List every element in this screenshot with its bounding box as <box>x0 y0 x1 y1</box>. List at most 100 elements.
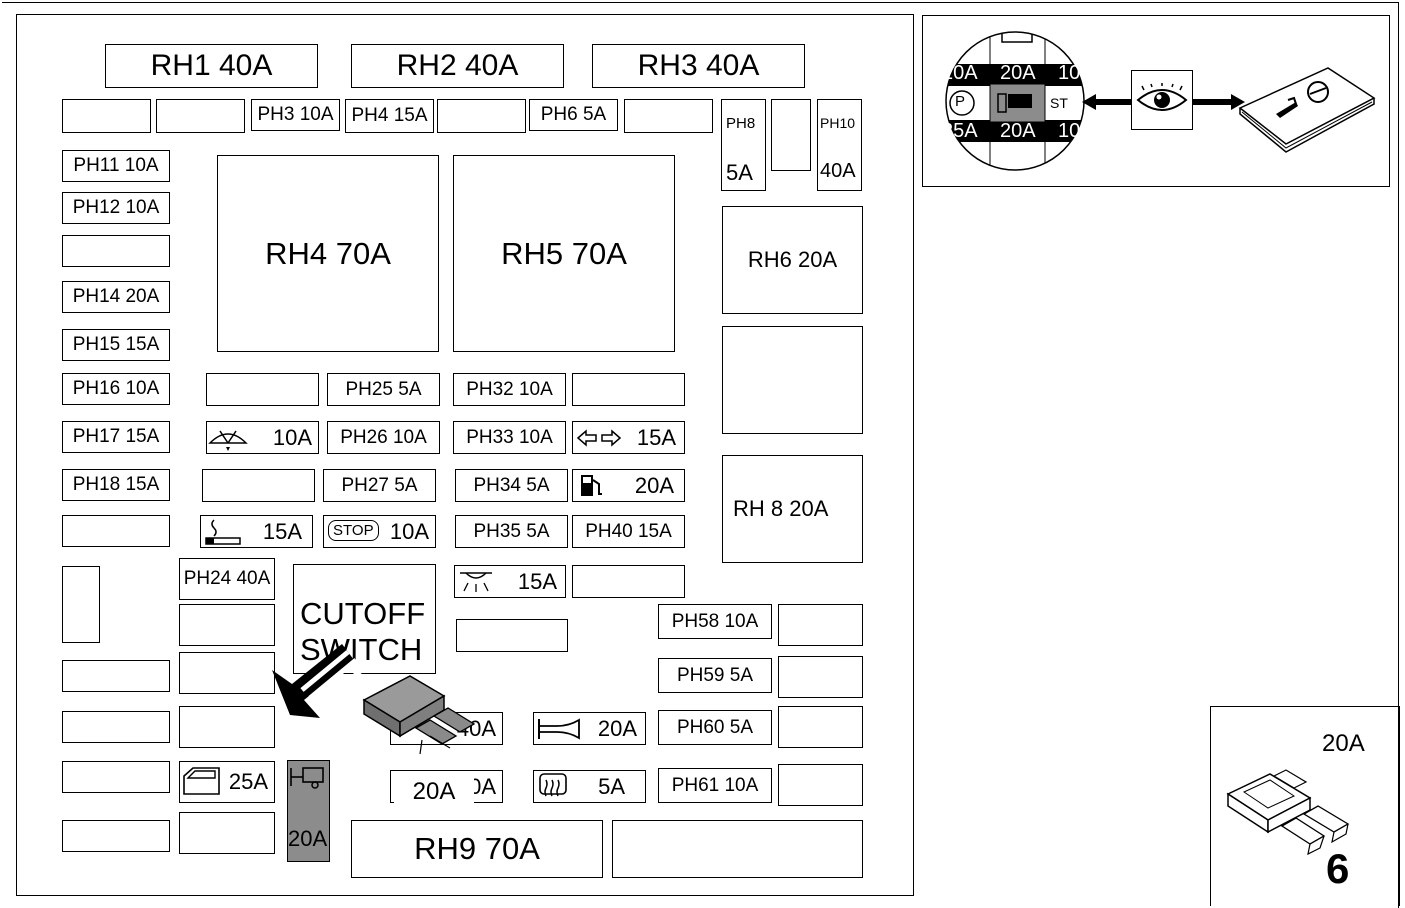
fuse-empty <box>437 99 526 133</box>
wiper-icon <box>208 430 248 451</box>
fuse-empty <box>62 660 170 692</box>
inset-row2-p: P <box>955 93 966 110</box>
fuse-ph10-label: PH10 <box>820 115 856 131</box>
fuse-ph24: PH24 40A <box>179 558 275 600</box>
fuse-box-location-magnifier-icon <box>945 31 1085 171</box>
relay-rh1: RH1 40A <box>105 44 318 88</box>
inset-row1-rating-3: 10 <box>1058 62 1081 84</box>
fuse-ph59: PH59 5A <box>658 658 772 693</box>
fuse-empty <box>572 565 685 598</box>
fuse-ph33: PH33 10A <box>453 421 566 454</box>
relay-empty <box>612 820 863 878</box>
fuse-ph3: PH3 10A <box>251 99 340 131</box>
fuse-ph10-rating: 40A <box>820 160 856 182</box>
fuse-empty <box>778 764 863 806</box>
fuse-empty <box>179 652 275 694</box>
fuse-empty <box>62 99 151 133</box>
fuse-empty <box>624 99 713 133</box>
fuse-ph26: PH26 10A <box>327 421 440 454</box>
fuse-empty <box>778 656 863 698</box>
eye-icon <box>1136 83 1188 111</box>
stop-lamp-icon: STOP <box>328 520 379 541</box>
double-arrow-icon <box>1082 94 1134 110</box>
legend-frame <box>1210 706 1400 906</box>
fuse-empty-vertical <box>62 566 100 643</box>
fuse-horn: 20A <box>533 712 646 745</box>
legend-rating: 20A <box>1322 730 1365 757</box>
fuse-empty <box>156 99 245 133</box>
fuse-indicator: 15A <box>572 421 685 454</box>
fuse-empty <box>62 515 170 547</box>
fuse-empty <box>179 604 275 646</box>
fuse-empty <box>62 761 170 793</box>
fuse-ph25: PH25 5A <box>327 373 440 406</box>
fuse-empty <box>179 812 275 854</box>
relay-rh9: RH9 70A <box>351 820 603 878</box>
fuse-ph6: PH6 5A <box>529 99 618 131</box>
relay-rh3: RH3 40A <box>592 44 805 88</box>
fuse-empty <box>778 604 863 646</box>
fuse-ph8-rating: 5A <box>726 160 753 185</box>
legend-blade-fuse-icon <box>1226 769 1350 856</box>
fuse-ph58: PH58 10A <box>658 604 772 639</box>
location-inset-frame <box>922 15 1390 187</box>
inset-row1-rating-1: 20A <box>942 62 978 84</box>
fuse-empty <box>62 235 170 267</box>
fuse-empty <box>456 619 568 652</box>
fuse-ph15: PH15 15A <box>62 329 170 361</box>
fuse-trailer-rating: 20A <box>288 826 328 851</box>
relay-rh4: RH4 70A <box>217 155 439 352</box>
fuse-ph35: PH35 5A <box>455 515 568 548</box>
inset-row3-rating-3: 10 <box>1058 120 1081 142</box>
fuse-ph4: PH4 15A <box>345 99 434 133</box>
cigar-lighter-icon <box>205 519 241 545</box>
fuse-ph27: PH27 5A <box>323 469 436 502</box>
door-icon <box>183 767 220 795</box>
fuse-empty <box>62 711 170 743</box>
cutoff-switch-label-2: SWITCH <box>300 632 423 667</box>
step-number: 6 <box>1326 845 1350 892</box>
inset-row1-rating-2: 20A <box>1000 62 1036 84</box>
trailer-icon <box>290 767 324 789</box>
fuse-ph12: PH12 10A <box>62 192 170 224</box>
fuse-ph40: PH40 15A <box>572 515 685 548</box>
owner-manual-icon <box>1238 67 1376 153</box>
indicator-arrows-icon <box>576 429 622 447</box>
cutoff-switch <box>293 564 436 674</box>
fuse-empty <box>771 99 811 171</box>
fuse-ph8-label: PH8 <box>726 115 756 132</box>
fuse-empty <box>179 706 275 748</box>
eye-icon-box <box>1131 70 1193 130</box>
relay-rh5: RH5 70A <box>453 155 675 352</box>
fuse-ph60: PH60 5A <box>658 710 772 745</box>
relay-rh8: RH 8 20A <box>722 455 863 563</box>
page-border-right <box>1398 2 1399 908</box>
main-diagram-frame <box>16 14 914 896</box>
inset-row3-rating-1: 25A <box>942 120 978 142</box>
fuse-empty <box>778 706 863 748</box>
fuse-removal-arrow-icon <box>272 644 366 718</box>
fuse-empty <box>206 373 319 406</box>
blade-fuse-icon <box>362 675 476 755</box>
page-border-top <box>2 2 1399 3</box>
inset-row3-rating-2: 20A <box>1000 120 1036 142</box>
fuse-ph16: PH16 10A <box>62 373 170 405</box>
inset-row2-st: ST <box>1050 95 1068 111</box>
arrow-right-icon <box>1193 94 1245 110</box>
fuse-lighter: 15A <box>200 515 313 548</box>
fuse-ph18: PH18 15A <box>62 469 170 501</box>
relay-empty <box>722 326 863 434</box>
cutoff-switch-label-1: CUTOFF <box>300 596 426 631</box>
callout-rating-label: 20A <box>394 772 474 812</box>
relay-rh6: RH6 20A <box>722 206 863 314</box>
horn-icon <box>538 718 580 740</box>
fuse-ph14: PH14 20A <box>62 281 170 313</box>
fuse-empty <box>572 373 685 406</box>
fuse-courtesy-light: 15A <box>454 565 566 598</box>
fuse-ph32: PH32 10A <box>453 373 566 406</box>
fuse-ph34: PH34 5A <box>455 469 568 502</box>
fuse-ph10 <box>817 99 862 191</box>
fuse-ph61: PH61 10A <box>658 768 772 803</box>
courtesy-light-icon <box>460 572 492 592</box>
